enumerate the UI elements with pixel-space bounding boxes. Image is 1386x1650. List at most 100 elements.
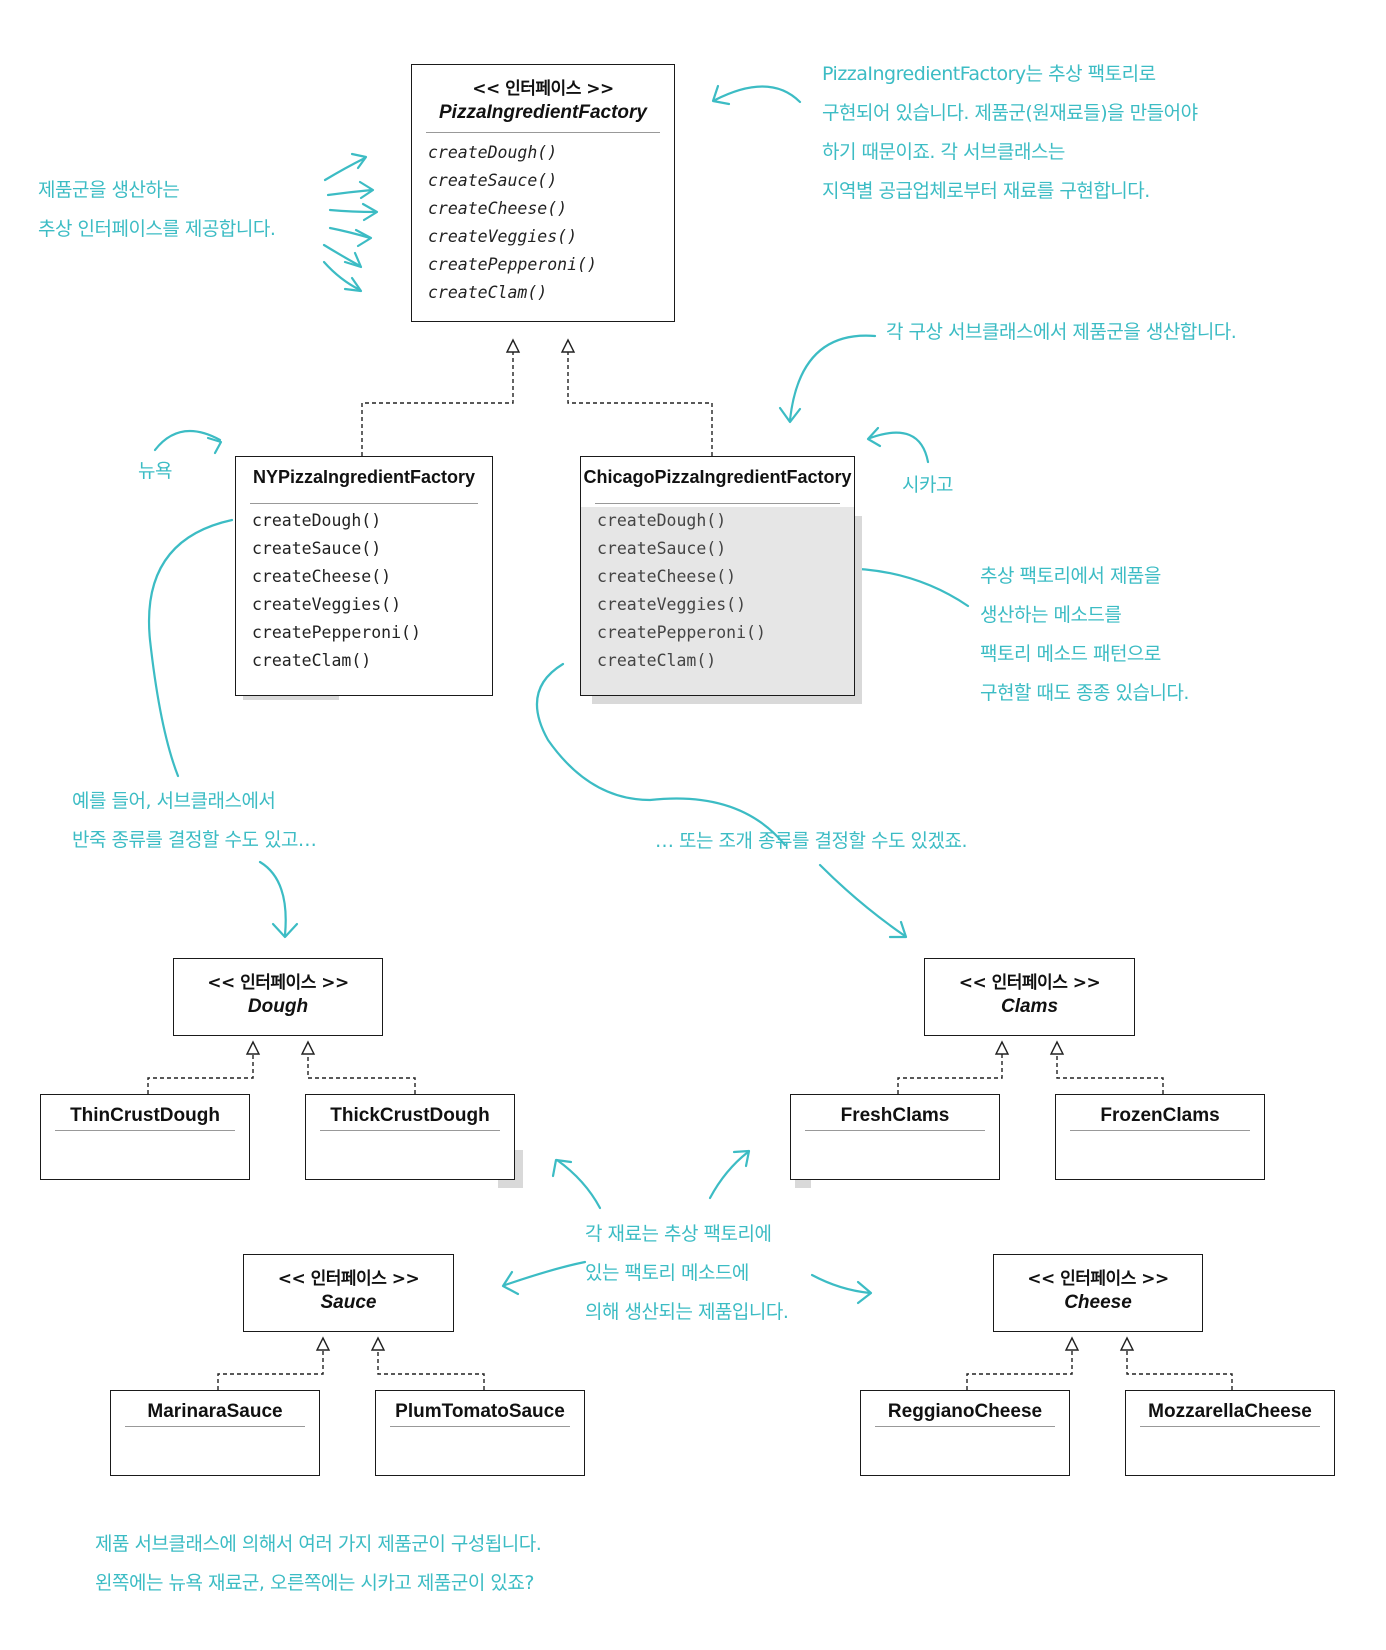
stereotype-label: << 인터페이스 >> — [1027, 1269, 1169, 1289]
mozzarella-cheese-class: MozzarellaCheese — [1125, 1390, 1335, 1476]
note-line: 구현되어 있습니다. 제품군(원재료들)을 만들어야 — [822, 102, 1198, 124]
realization-clams — [897, 1054, 1164, 1094]
marinara-sauce-class: MarinaraSauce — [110, 1390, 320, 1476]
method-create-veggies: createVeggies() — [252, 595, 402, 614]
separator — [55, 1130, 235, 1131]
note-line: 왼쪽에는 뉴욕 재료군, 오른쪽에는 시카고 제품군이 있죠? — [95, 1572, 534, 1594]
method-create-veggies: createVeggies() — [597, 595, 747, 614]
label-chicago: 시카고 — [902, 474, 953, 496]
class-name: ThickCrustDough — [330, 1105, 490, 1126]
separator — [426, 132, 660, 133]
separator — [320, 1130, 500, 1131]
class-name: MozzarellaCheese — [1148, 1401, 1312, 1422]
inheritance-triangles-cheese — [1064, 1336, 1135, 1351]
note-line: 제품군을 생산하는 — [38, 179, 180, 201]
stereotype-label: << 인터페이스 >> — [958, 973, 1101, 993]
separator — [250, 503, 478, 504]
thin-crust-dough-class: ThinCrustDough — [40, 1094, 250, 1180]
clams-interface: << 인터페이스 >> Clams — [924, 958, 1135, 1036]
method-create-dough: createDough() — [252, 511, 382, 530]
note-abstract-factory: PizzaIngredientFactory는 추상 팩토리로 구현되어 있습니… — [822, 55, 1198, 211]
note-abstract-interface: 제품군을 생산하는 추상 인터페이스를 제공합니다. — [38, 171, 276, 249]
frozen-clams-class: FrozenClams — [1055, 1094, 1265, 1180]
interface-name: PizzaIngredientFactory — [439, 102, 647, 123]
pizza-ingredient-factory-interface: << 인터페이스 >> PizzaIngredientFactory creat… — [411, 64, 675, 322]
fresh-clams-class: FreshClams — [790, 1094, 1000, 1180]
note-line: 생산하는 메소드를 — [980, 604, 1122, 626]
method-create-sauce: createSauce() — [597, 539, 727, 558]
realization-chicago — [567, 352, 713, 456]
note-line: 의해 생산되는 제품입니다. — [585, 1301, 789, 1323]
interface-name: Sauce — [320, 1292, 377, 1313]
note-line: 반죽 종류를 결정할 수도 있고… — [72, 829, 317, 851]
ny-pizza-ingredient-factory-class: NYPizzaIngredientFactory createDough() c… — [235, 456, 493, 696]
note-line: 추상 팩토리에서 제품을 — [980, 565, 1161, 587]
plum-tomato-sauce-class: PlumTomatoSauce — [375, 1390, 585, 1476]
interface-name: Dough — [247, 996, 309, 1017]
separator — [595, 503, 840, 504]
method-create-clam: createClam() — [252, 651, 372, 670]
stereotype-label: << 인터페이스 >> — [472, 79, 614, 99]
method-create-pepperoni: createPepperoni() — [428, 255, 597, 274]
reggiano-cheese-class: ReggianoCheese — [860, 1390, 1070, 1476]
method-list: createDough() createSauce() createCheese… — [252, 507, 421, 675]
chicago-pizza-ingredient-factory-class: ChicagoPizzaIngredientFactory createDoug… — [580, 456, 855, 696]
inheritance-triangles-dough — [245, 1040, 316, 1055]
note-line: 예를 들어, 서브클래스에서 — [72, 790, 276, 812]
method-create-veggies: createVeggies() — [428, 227, 578, 246]
method-create-sauce: createSauce() — [252, 539, 382, 558]
class-name: FreshClams — [840, 1105, 950, 1126]
realization-sauce — [217, 1350, 485, 1390]
class-name: ThinCrustDough — [70, 1105, 220, 1126]
separator — [805, 1130, 985, 1131]
interface-name: Clams — [1000, 996, 1059, 1017]
method-create-dough: createDough() — [428, 143, 558, 162]
method-create-cheese: createCheese() — [252, 567, 392, 586]
method-create-cheese: createCheese() — [428, 199, 568, 218]
method-create-pepperoni: createPepperoni() — [252, 623, 421, 642]
inheritance-triangles-factory — [505, 338, 576, 353]
class-name: ReggianoCheese — [887, 1401, 1043, 1422]
note-line: 팩토리 메소드 패턴으로 — [980, 643, 1161, 665]
note-dough-example: 예를 들어, 서브클래스에서 반죽 종류를 결정할 수도 있고… — [72, 782, 317, 860]
note-clam-example: … 또는 조개 종류를 결정할 수도 있겠죠. — [655, 830, 967, 852]
note-concrete-subclasses: 각 구상 서브클래스에서 제품군을 생산합니다. — [886, 321, 1237, 343]
note-line: 각 재료는 추상 팩토리에 — [585, 1223, 772, 1245]
note-product-families: 제품 서브클래스에 의해서 여러 가지 제품군이 구성됩니다. 왼쪽에는 뉴욕 … — [95, 1525, 542, 1603]
realization-dough — [147, 1054, 416, 1094]
stereotype-label: << 인터페이스 >> — [207, 973, 349, 993]
label-new-york: 뉴욕 — [138, 460, 172, 482]
separator — [875, 1426, 1055, 1427]
method-create-clam: createClam() — [428, 283, 548, 302]
class-name: MarinaraSauce — [147, 1401, 283, 1422]
note-line: 있는 팩토리 메소드에 — [585, 1262, 749, 1284]
chicago-box-shadow — [592, 694, 860, 704]
realization-cheese — [966, 1350, 1233, 1390]
class-name: FrozenClams — [1100, 1105, 1220, 1126]
separator — [125, 1426, 305, 1427]
inheritance-triangles-clams — [994, 1040, 1065, 1055]
method-create-sauce: createSauce() — [428, 171, 558, 190]
method-create-dough: createDough() — [597, 511, 727, 530]
realization-ny — [361, 352, 514, 456]
separator — [1140, 1426, 1320, 1427]
note-factory-method: 추상 팩토리에서 제품을 생산하는 메소드를 팩토리 메소드 패턴으로 구현할 … — [980, 557, 1189, 713]
note-line: 구현할 때도 종종 있습니다. — [980, 682, 1189, 704]
note-line: PizzaIngredientFactory는 추상 팩토리로 — [822, 63, 1156, 85]
sauce-interface: << 인터페이스 >> Sauce — [243, 1254, 454, 1332]
note-products: 각 재료는 추상 팩토리에 있는 팩토리 메소드에 의해 생산되는 제품입니다. — [585, 1215, 789, 1332]
interface-name: Cheese — [1064, 1292, 1132, 1313]
note-line: 제품 서브클래스에 의해서 여러 가지 제품군이 구성됩니다. — [95, 1533, 542, 1555]
method-list: createDough() createSauce() createCheese… — [597, 507, 766, 675]
chicago-box-shadow-side — [852, 516, 862, 704]
class-name: NYPizzaIngredientFactory — [252, 467, 476, 487]
class-name: PlumTomatoSauce — [395, 1401, 565, 1422]
inheritance-triangles-sauce — [315, 1336, 386, 1351]
method-create-pepperoni: createPepperoni() — [597, 623, 766, 642]
stereotype-label: << 인터페이스 >> — [277, 1269, 420, 1289]
note-line: 추상 인터페이스를 제공합니다. — [38, 218, 276, 240]
separator — [1070, 1130, 1250, 1131]
note-line: 하기 때문이죠. 각 서브클래스는 — [822, 141, 1065, 163]
note-line: 지역별 공급업체로부터 재료를 구현합니다. — [822, 180, 1150, 202]
